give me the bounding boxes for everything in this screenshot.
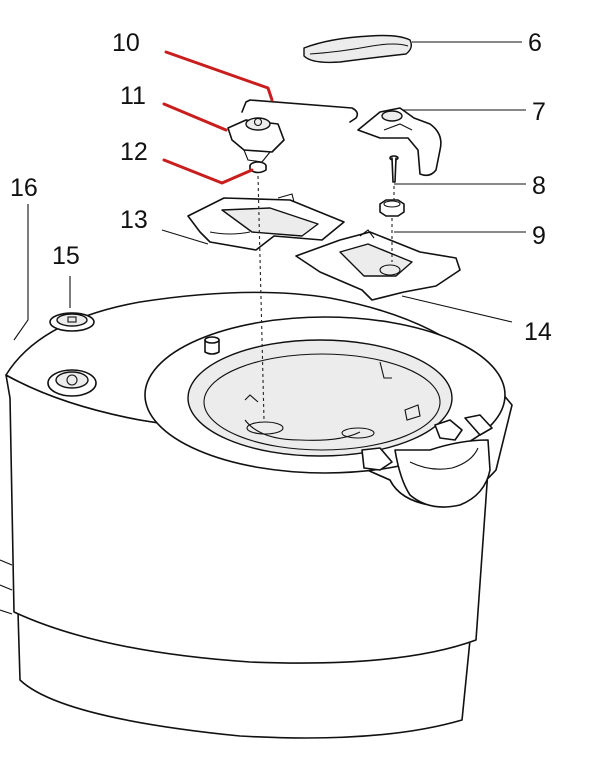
- bowl-housing: [0, 291, 513, 739]
- part-10-spring: [241, 99, 359, 123]
- leader-14: [401, 295, 513, 323]
- callout-15: 15: [52, 242, 80, 270]
- leader-16: [13, 204, 29, 341]
- callout-7: 7: [532, 98, 546, 126]
- part-12-washer: [249, 161, 267, 174]
- part-9-nut: [379, 199, 405, 217]
- assembly-axis-lines: [257, 175, 395, 421]
- part-8-screw: [389, 155, 399, 183]
- part-13-slide-plate: [187, 193, 345, 251]
- callout-6: 6: [528, 29, 542, 57]
- leader-13: [161, 229, 209, 245]
- part-15-cap: [49, 312, 95, 332]
- part-11-rotor: [227, 117, 285, 163]
- part-6-bar: [303, 34, 413, 64]
- part-14-base-plate: [295, 229, 461, 301]
- callout-16: 16: [10, 174, 38, 202]
- callout-12: 12: [120, 138, 148, 166]
- leader-12: [162, 158, 254, 185]
- callout-10: 10: [112, 29, 140, 57]
- callout-8: 8: [532, 172, 546, 200]
- callout-11: 11: [120, 82, 146, 110]
- leader-11: [162, 102, 228, 132]
- leader-10: [164, 50, 274, 102]
- callout-labels: 6 7 8 9 10 11 12 13 14 15 16: [10, 29, 552, 346]
- leader-lines: [13, 41, 526, 341]
- callout-14: 14: [524, 318, 552, 346]
- part-7-lever: [357, 107, 442, 177]
- callout-13: 13: [120, 206, 148, 234]
- callout-9: 9: [532, 222, 546, 250]
